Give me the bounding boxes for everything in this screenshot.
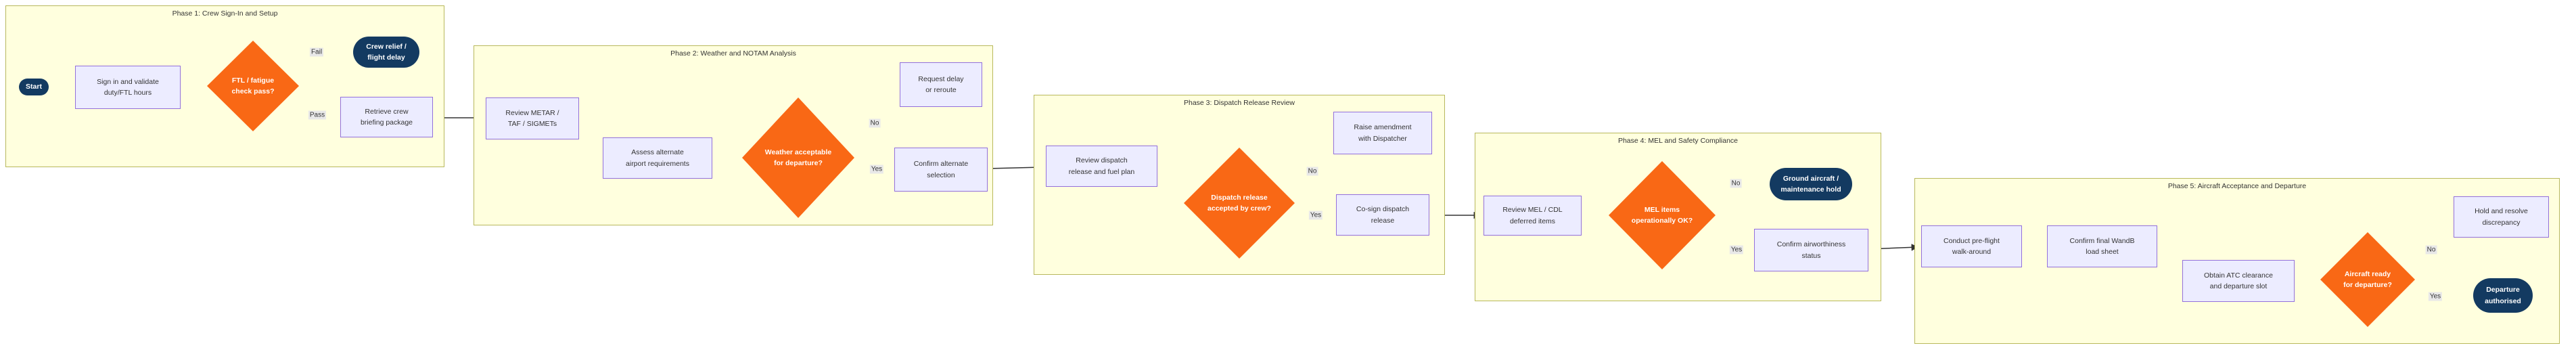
node-obtain-atc: Obtain ATC clearance and departure slot — [2182, 260, 2295, 302]
phase-1-title: Phase 1: Crew Sign-In and Setup — [172, 9, 278, 18]
edge-label-p2-yes: Yes — [869, 164, 884, 174]
node-confirm-wandb: Confirm final WandB load sheet — [2047, 225, 2157, 267]
edge-label-p4-no: No — [1730, 179, 1742, 188]
node-departure-authorised: Departure authorised — [2473, 278, 2533, 313]
node-confirm-alternate: Confirm alternate selection — [894, 148, 988, 192]
node-review-metar: Review METAR / TAF / SIGMETs — [486, 97, 579, 139]
node-request-delay: Request delay or reroute — [900, 62, 982, 107]
node-ground-aircraft: Ground aircraft / maintenance hold — [1770, 168, 1852, 200]
node-assess-alternate: Assess alternate airport requirements — [603, 137, 712, 179]
node-raise-amendment: Raise amendment with Dispatcher — [1333, 112, 1432, 154]
edge-label-p3-no: No — [1306, 167, 1318, 176]
phase-2-title: Phase 2: Weather and NOTAM Analysis — [670, 49, 796, 58]
node-sign-in: Sign in and validate duty/FTL hours — [75, 66, 181, 109]
edge-confirm-alt-to-review-dispatch — [987, 163, 1044, 171]
edge-label-p5-no: No — [2425, 245, 2437, 255]
node-crew-relief: Crew relief / flight delay — [353, 37, 419, 68]
phase-5-title: Phase 5: Aircraft Acceptance and Departu… — [2167, 182, 2307, 190]
node-confirm-airworthiness: Confirm airworthiness status — [1754, 229, 1868, 271]
node-review-mel: Review MEL / CDL deferred items — [1484, 196, 1582, 236]
node-review-dispatch: Review dispatch release and fuel plan — [1046, 146, 1157, 187]
edge-label-p2-no: No — [869, 118, 881, 128]
node-retrieve-briefing: Retrieve crew briefing package — [340, 97, 433, 137]
node-start: Start — [19, 79, 49, 95]
edge-label-p1-pass: Pass — [308, 110, 327, 120]
edge-label-p1-fail: Fail — [309, 47, 324, 57]
edge-label-p5-yes: Yes — [2428, 292, 2443, 301]
phase-3-title: Phase 3: Dispatch Release Review — [1183, 99, 1295, 107]
phase-4-title: Phase 4: MEL and Safety Compliance — [1617, 137, 1739, 145]
node-conduct-walkaround: Conduct pre-flight walk-around — [1921, 225, 2022, 267]
node-cosign-release: Co-sign dispatch release — [1336, 194, 1429, 236]
node-hold-resolve: Hold and resolve discrepancy — [2454, 196, 2549, 238]
edge-label-p4-yes: Yes — [1729, 245, 1744, 255]
edge-label-p3-yes: Yes — [1308, 211, 1323, 220]
